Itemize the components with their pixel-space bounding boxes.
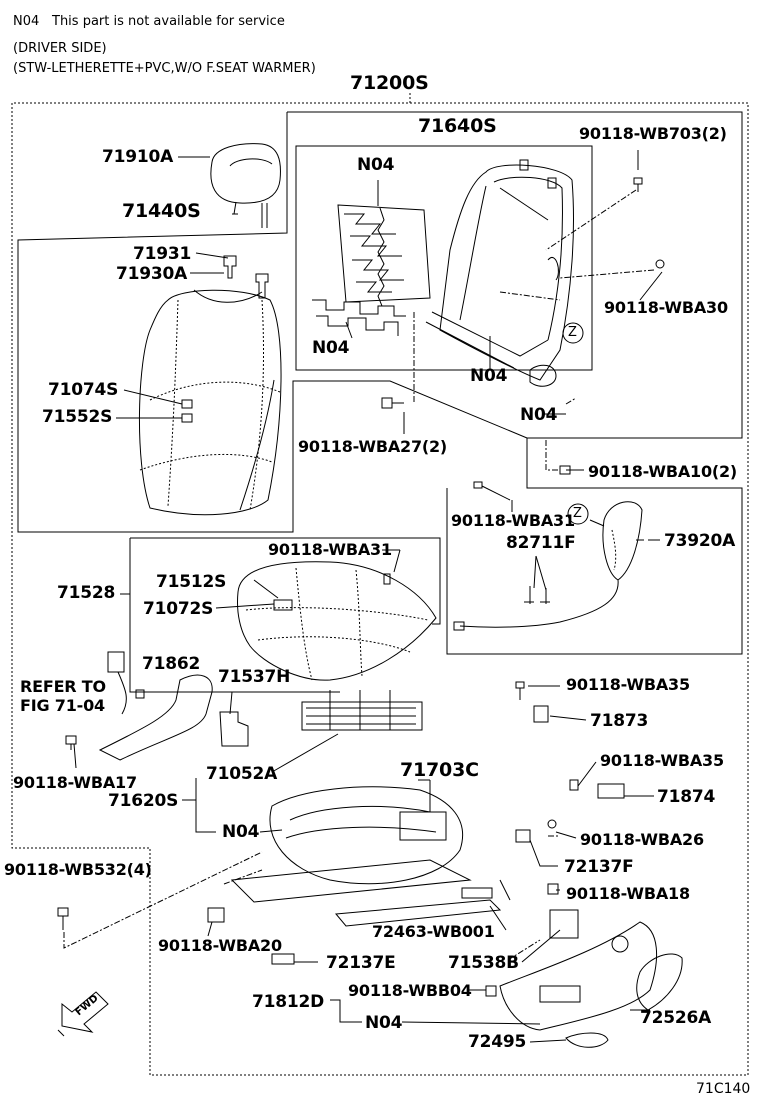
label-n04-recliner: N04 — [520, 405, 558, 425]
label-71873: 71873 — [590, 711, 649, 731]
z-callout-upper: Z — [568, 325, 577, 340]
cushion-cover-drawing — [237, 561, 437, 681]
back-frame-drawing — [425, 159, 574, 387]
label-90118-WBA17: 90118-WBA17 — [13, 773, 137, 792]
label-90118-WBA31-upper: 90118-WBA31 — [451, 511, 575, 530]
label-90118-WBA18: 90118-WBA18 — [566, 884, 690, 903]
z-callout-lower: Z — [573, 506, 582, 521]
springs-drawing — [312, 204, 431, 336]
label-90118-WBA35-upper: 90118-WBA35 — [566, 675, 690, 694]
label-90118-WBB04: 90118-WBB04 — [348, 981, 472, 1000]
label-90118-WBA27: 90118-WBA27(2) — [298, 437, 448, 456]
side-cover-drawing — [499, 921, 683, 1048]
label-72526A: 72526A — [640, 1008, 712, 1028]
label-90118-WBA31-lower: 90118-WBA31 — [268, 540, 392, 559]
label-72495: 72495 — [468, 1032, 527, 1052]
label-90118-WBA26: 90118-WBA26 — [580, 830, 704, 849]
label-71930A: 71930A — [116, 264, 188, 284]
label-71200S: 71200S — [350, 72, 429, 94]
label-n04-springs: N04 — [357, 155, 395, 175]
label-n04-wire: N04 — [312, 338, 350, 358]
headrest-drawing — [210, 143, 281, 228]
label-72137E: 72137E — [326, 953, 396, 973]
label-72137F: 72137F — [564, 857, 634, 877]
label-71703C: 71703C — [400, 759, 479, 781]
label-71812D: 71812D — [252, 992, 325, 1012]
belt-drawing — [98, 651, 625, 799]
fwd-arrow-icon — [57, 991, 109, 1037]
label-71537H: 71537H — [218, 667, 291, 687]
label-73920A: 73920A — [664, 531, 736, 551]
label-90118-WBA10: 90118-WBA10(2) — [588, 462, 738, 481]
label-71538B: 71538B — [448, 953, 519, 973]
harness-drawing — [453, 501, 643, 631]
label-71862: 71862 — [142, 654, 201, 674]
bolts-drawing — [57, 177, 665, 997]
group-boxes — [11, 93, 749, 1076]
label-n04-track: N04 — [222, 822, 260, 842]
label-90118-WBA35-lower: 90118-WBA35 — [600, 751, 724, 770]
label-71640S: 71640S — [418, 115, 497, 137]
label-71910A: 71910A — [102, 147, 174, 167]
label-71528: 71528 — [57, 583, 116, 603]
label-71072S: 71072S — [143, 599, 214, 619]
note-text: This part is not available for service — [52, 14, 285, 29]
label-refer-to: REFER TO — [20, 677, 106, 696]
label-fig-71-04: FIG 71-04 — [20, 696, 105, 715]
spec-note: (STW-LETHERETTE+PVC,W/O F.SEAT WARMER) — [13, 61, 316, 76]
label-71620S: 71620S — [108, 791, 179, 811]
label-90118-WBA30: 90118-WBA30 — [604, 298, 728, 317]
label-n04-frame: N04 — [470, 366, 508, 386]
figure-code: 71C140 — [696, 1081, 751, 1097]
seatback-cover-drawing — [139, 255, 282, 516]
label-72463-WB001: 72463-WB001 — [372, 922, 495, 941]
label-90118-WB703: 90118-WB703(2) — [579, 124, 727, 143]
leader-lines — [73, 150, 663, 1043]
label-71074S: 71074S — [48, 380, 119, 400]
note-code: N04 — [13, 14, 40, 29]
label-71512S: 71512S — [156, 572, 227, 592]
label-71874: 71874 — [657, 787, 716, 807]
label-90118-WBA20: 90118-WBA20 — [158, 936, 282, 955]
label-71440S: 71440S — [122, 200, 201, 222]
track-frame-drawing — [207, 690, 579, 965]
label-71931: 71931 — [133, 244, 192, 264]
label-71052A: 71052A — [206, 764, 278, 784]
label-90118-WB532: 90118-WB532(4) — [4, 860, 152, 879]
reference-lines — [63, 189, 655, 961]
side-note: (DRIVER SIDE) — [13, 41, 107, 56]
label-71552S: 71552S — [42, 407, 113, 427]
label-n04-cover: N04 — [365, 1013, 403, 1033]
label-82711F: 82711F — [506, 533, 576, 553]
